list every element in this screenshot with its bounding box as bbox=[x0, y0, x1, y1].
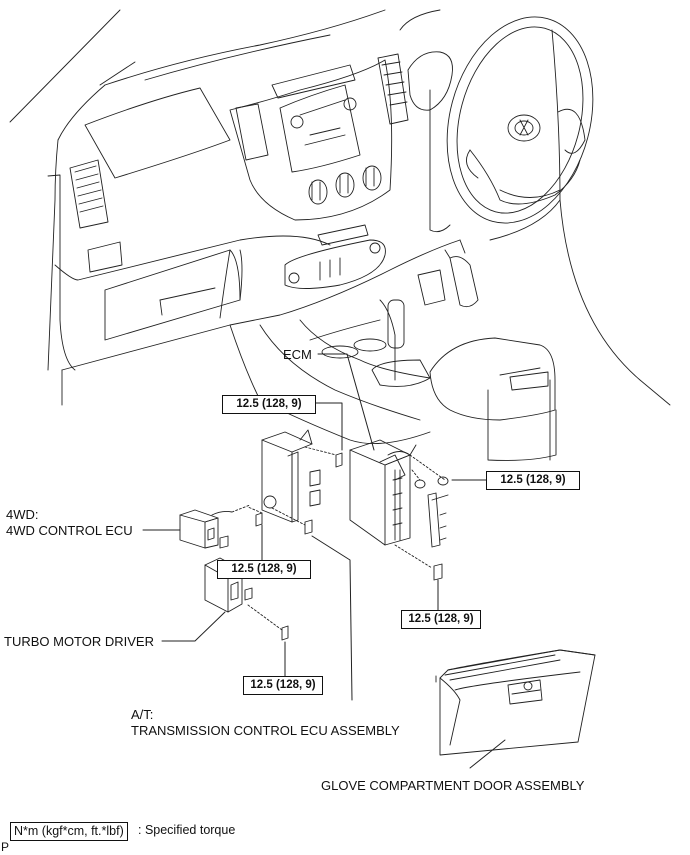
transmission-control-ecu-label: TRANSMISSION CONTROL ECU ASSEMBLY bbox=[131, 723, 400, 738]
torque-callout-4wd-bolt: 12.5 (128, 9) bbox=[217, 560, 311, 579]
dashboard-illustration bbox=[9, 9, 671, 461]
parts-illustration bbox=[179, 429, 596, 756]
leader-lines bbox=[142, 353, 506, 769]
at-prefix-label: A/T: bbox=[131, 707, 154, 722]
torque-callout-ecm-nut: 12.5 (128, 9) bbox=[486, 471, 580, 490]
fourwd-prefix-label: 4WD: bbox=[6, 507, 39, 522]
glove-compartment-door-label: GLOVE COMPARTMENT DOOR ASSEMBLY bbox=[321, 778, 585, 793]
torque-callout-turbo-bolt: 12.5 (128, 9) bbox=[243, 676, 323, 695]
torque-callout-tcm-bolt: 12.5 (128, 9) bbox=[222, 395, 316, 414]
torque-unit-legend-box: N*m (kgf*cm, ft.*lbf) bbox=[10, 822, 128, 841]
corner-mark: P bbox=[1, 840, 10, 854]
fourwd-ecu-label: 4WD CONTROL ECU bbox=[6, 523, 133, 538]
turbo-motor-driver-label: TURBO MOTOR DRIVER bbox=[4, 634, 154, 649]
torque-legend-description: : Specified torque bbox=[138, 823, 236, 837]
torque-callout-ecm-lower-bolt: 12.5 (128, 9) bbox=[401, 610, 481, 629]
ecm-label: ECM bbox=[283, 347, 312, 362]
